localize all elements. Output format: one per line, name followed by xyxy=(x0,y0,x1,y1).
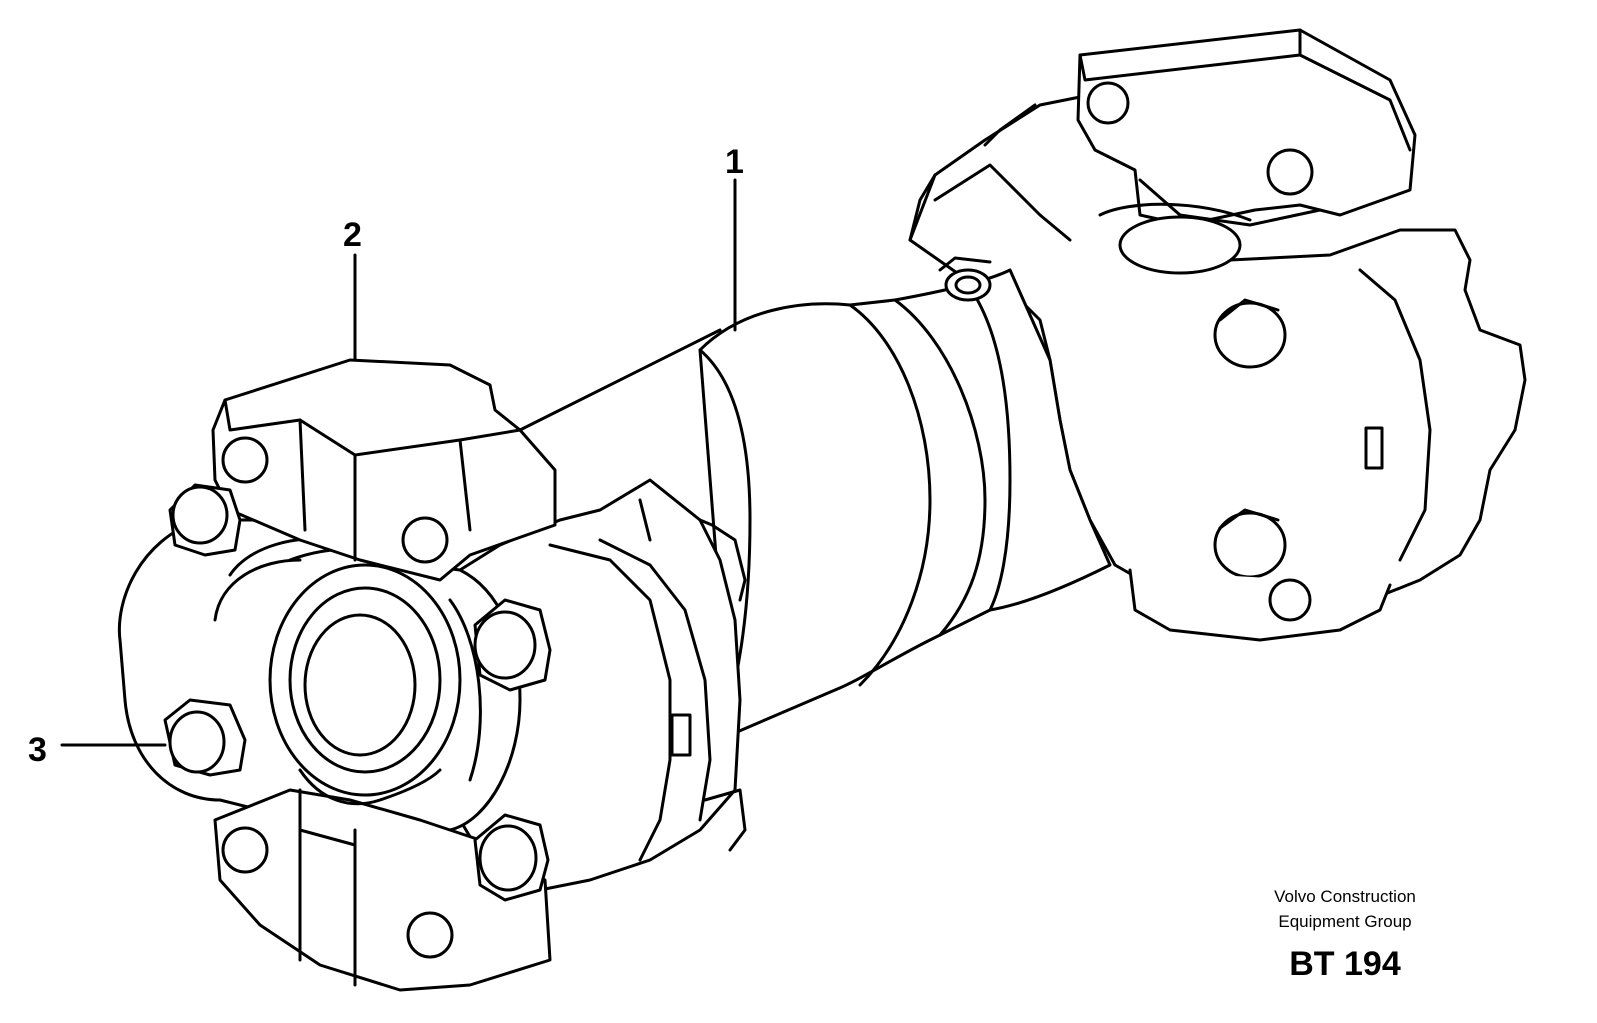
credit-company-line1: Volvo Construction xyxy=(1274,887,1416,906)
rear-universal-joint xyxy=(908,28,1527,642)
callout-1: 1 xyxy=(725,143,744,181)
drawing-code: BT 194 xyxy=(1289,945,1401,983)
rear-bolt-1 xyxy=(1213,301,1287,369)
front-cap-bolt-hole-1 xyxy=(221,436,269,484)
front-hub-bore xyxy=(303,613,417,757)
front-cap-bolt-hole-2 xyxy=(401,516,449,564)
callout-3: 3 xyxy=(28,731,47,769)
front-bolt-top-left xyxy=(168,483,242,557)
front-bolt-right xyxy=(473,598,552,692)
rear-cap-bolt-hole-1 xyxy=(1086,81,1130,125)
front-bottom-cap-hole-1 xyxy=(221,826,269,874)
front-universal-joint xyxy=(117,358,747,992)
front-bottom-cap-hole-2 xyxy=(406,911,454,959)
rear-bottom-cap xyxy=(1128,568,1392,642)
leader-lines xyxy=(60,178,737,747)
grease-nipple xyxy=(944,268,992,302)
credit-company-line2: Equipment Group xyxy=(1278,912,1412,931)
front-bolt-bottom-right xyxy=(473,813,550,902)
callout-2: 2 xyxy=(343,216,362,254)
rear-top-cap xyxy=(1076,28,1417,227)
shaft-sleeve xyxy=(698,268,1112,737)
front-bolt-bottom-left xyxy=(163,698,247,777)
rear-cap-bolt-hole-2 xyxy=(1266,148,1314,196)
